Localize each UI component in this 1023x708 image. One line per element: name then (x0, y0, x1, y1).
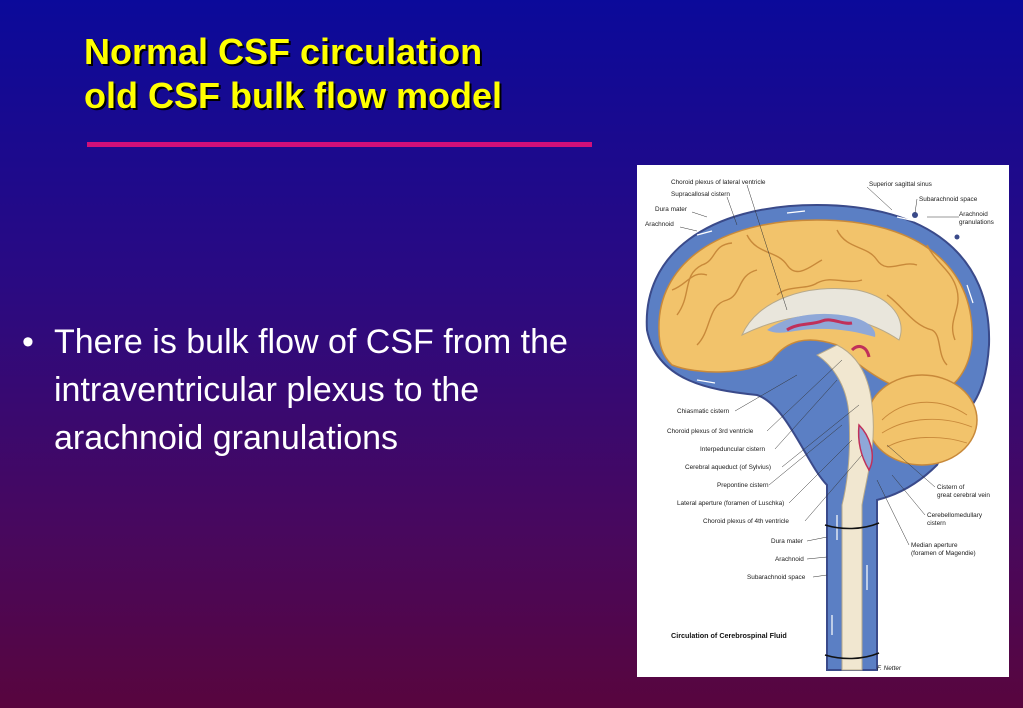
label-subarachnoid-space-top: Subarachnoid space (919, 196, 978, 203)
brain-sagittal-diagram: Choroid plexus of lateral ventricle Supr… (645, 179, 994, 672)
label-arachnoid-granulations-2: granulations (959, 219, 994, 226)
slide-title: Normal CSF circulation old CSF bulk flow… (84, 30, 502, 118)
label-choroid-plexus-lateral: Choroid plexus of lateral ventricle (671, 179, 766, 186)
artist-signature: F. Netter (877, 665, 902, 672)
label-prepontine-cistern: Prepontine cistern (717, 482, 769, 489)
label-dura-mater-top: Dura mater (655, 206, 688, 213)
label-cerebellomedullary-2: cistern (927, 520, 946, 527)
label-subarachnoid-space-bottom: Subarachnoid space (747, 574, 806, 581)
label-arachnoid-top: Arachnoid (645, 221, 674, 228)
label-cistern-great-vein-2: great cerebral vein (937, 492, 990, 499)
label-interpeduncular-cistern: Interpeduncular cistern (700, 446, 765, 453)
figure-caption: Circulation of Cerebrospinal Fluid (671, 631, 787, 640)
label-median-aperture-1: Median aperture (911, 542, 958, 549)
label-supracallosal-cistern: Supracallosal cistern (671, 191, 730, 198)
label-arachnoid-granulations-1: Arachnoid (959, 211, 988, 218)
bullet-list: There is bulk flow of CSF from the intra… (22, 318, 632, 462)
label-chiasmatic-cistern: Chiasmatic cistern (677, 408, 730, 415)
label-superior-sagittal-sinus: Superior sagittal sinus (869, 181, 932, 188)
title-underline (87, 142, 592, 147)
gyri-lines (671, 229, 959, 366)
label-dura-mater-bottom: Dura mater (771, 538, 804, 545)
choroid-plexus (786, 318, 853, 332)
csf-circulation-illustration: Choroid plexus of lateral ventricle Supr… (637, 165, 1009, 677)
bullet-item: There is bulk flow of CSF from the intra… (22, 318, 632, 462)
label-lateral-aperture: Lateral aperture (foramen of Luschka) (677, 500, 784, 507)
flow-arrows (696, 210, 974, 635)
label-median-aperture-2: (foramen of Magendie) (911, 550, 976, 557)
lateral-ventricle (767, 313, 876, 337)
label-choroid-plexus-4th: Choroid plexus of 4th ventricle (703, 518, 789, 525)
slide-title-line-2: old CSF bulk flow model (84, 75, 502, 116)
slide-title-line-1: Normal CSF circulation (84, 31, 483, 72)
label-cistern-great-vein-1: Cistern of (937, 484, 965, 491)
label-cerebral-aqueduct: Cerebral aqueduct (of Sylvius) (685, 464, 771, 471)
fourth-ventricle (857, 423, 873, 472)
label-choroid-plexus-3rd: Choroid plexus of 3rd ventricle (667, 428, 754, 435)
label-cerebellomedullary-1: Cerebellomedullary (927, 512, 983, 519)
label-arachnoid-bottom: Arachnoid (775, 556, 804, 563)
